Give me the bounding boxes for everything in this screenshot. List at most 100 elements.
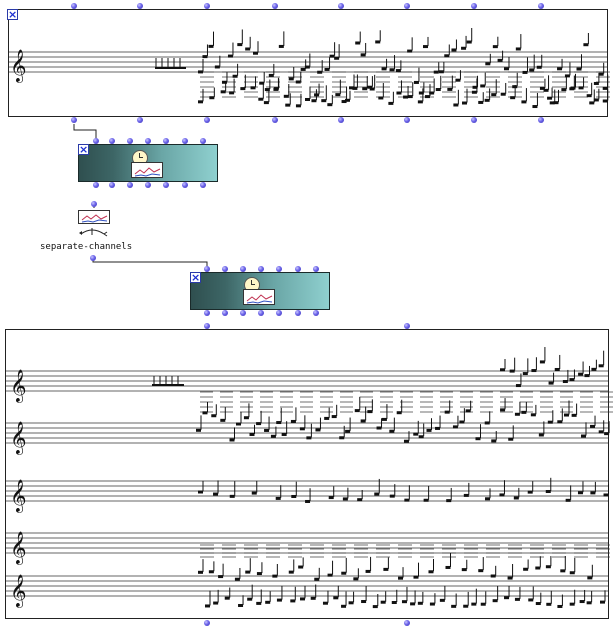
inlet-outlet-dot[interactable] [163,182,169,188]
inlet-outlet-dot[interactable] [91,201,97,207]
note-head [403,439,409,443]
inlet-outlet-dot[interactable] [272,3,278,9]
note-head [264,88,270,92]
note-head [208,44,214,48]
note-head [396,411,402,415]
inlet-outlet-dot[interactable] [471,3,477,9]
inlet-outlet-dot[interactable] [258,266,264,272]
treble-clef-icon: 𝄞 [10,479,27,513]
inlet-outlet-dot[interactable] [338,117,344,123]
bottom-score-editor[interactable] [5,329,609,619]
close-icon[interactable]: × [78,143,89,156]
note-head [344,98,350,102]
inlet-outlet-dot[interactable] [71,3,77,9]
note-head [311,99,317,103]
note-head [361,600,367,604]
inlet-outlet-dot[interactable] [145,138,151,144]
note-head [249,432,255,436]
inlet-outlet-dot[interactable] [538,3,544,9]
inlet-outlet-dot[interactable] [295,266,301,272]
note-head [232,74,238,78]
note-head [220,418,226,422]
inlet-outlet-dot[interactable] [200,138,206,144]
note-head [213,492,219,496]
note-head [438,70,444,74]
close-icon[interactable]: × [7,8,18,21]
note-head [580,434,586,438]
note-head [478,100,484,104]
inlet-outlet-dot[interactable] [276,310,282,316]
inlet-outlet-dot[interactable] [90,255,96,261]
inlet-outlet-dot[interactable] [182,182,188,188]
split-arrows-icon [79,228,108,237]
note-head [334,56,340,60]
inlet-outlet-dot[interactable] [404,620,410,626]
note-head [598,364,604,368]
note-head [521,100,527,104]
note-head [530,413,536,417]
note-head [590,491,596,495]
note-head [578,86,584,90]
note-head [500,92,506,96]
inlet-outlet-dot[interactable] [204,117,210,123]
note-head [549,101,555,105]
inlet-outlet-dot[interactable] [204,310,210,316]
inlet-outlet-dot[interactable] [163,138,169,144]
note-head [341,100,347,104]
close-icon[interactable]: × [190,271,201,284]
inlet-outlet-dot[interactable] [471,117,477,123]
note-head [263,101,269,105]
note-head [349,86,355,90]
note-head [413,575,419,579]
note-head [341,571,347,575]
note-head [211,414,217,418]
note-head [198,490,203,494]
inlet-outlet-dot[interactable] [313,266,319,272]
inlet-outlet-dot[interactable] [127,182,133,188]
inlet-outlet-dot[interactable] [93,138,99,144]
inlet-outlet-dot[interactable] [295,310,301,316]
inlet-outlet-dot[interactable] [240,310,246,316]
note-head [401,600,407,604]
inlet-outlet-dot[interactable] [404,3,410,9]
inlet-outlet-dot[interactable] [93,182,99,188]
inlet-outlet-dot[interactable] [272,117,278,123]
note-head [563,413,569,417]
note-head [584,374,590,378]
inlet-outlet-dot[interactable] [204,620,210,626]
inlet-outlet-dot[interactable] [182,138,188,144]
inlet-outlet-dot[interactable] [313,310,319,316]
inlet-outlet-dot[interactable] [109,182,115,188]
note-head [256,422,262,426]
inlet-outlet-dot[interactable] [258,310,264,316]
inlet-outlet-dot[interactable] [538,117,544,123]
note-head [433,70,439,74]
inlet-outlet-dot[interactable] [404,323,410,329]
inlet-outlet-dot[interactable] [276,266,282,272]
inlet-outlet-dot[interactable] [71,117,77,123]
note-head [593,98,599,102]
inlet-outlet-dot[interactable] [109,138,115,144]
inlet-outlet-dot[interactable] [137,117,143,123]
separate-channels-icon[interactable] [78,210,110,224]
inlet-outlet-dot[interactable] [204,3,210,9]
note-head [583,43,589,47]
inlet-outlet-dot[interactable] [338,3,344,9]
note-head [484,421,490,425]
inlet-outlet-dot[interactable] [222,310,228,316]
note-head [463,493,469,497]
inlet-outlet-dot[interactable] [222,266,228,272]
inlet-outlet-dot[interactable] [200,182,206,188]
inlet-outlet-dot[interactable] [127,138,133,144]
inlet-outlet-dot[interactable] [204,323,210,329]
inlet-outlet-dot[interactable] [404,117,410,123]
note-head [372,605,378,609]
note-head [229,494,235,498]
note-head [240,87,246,91]
note-head [424,95,430,99]
note-head [229,91,235,95]
inlet-outlet-dot[interactable] [137,3,143,9]
inlet-outlet-dot[interactable] [145,182,151,188]
inlet-outlet-dot[interactable] [240,266,246,272]
inlet-outlet-dot[interactable] [204,266,210,272]
